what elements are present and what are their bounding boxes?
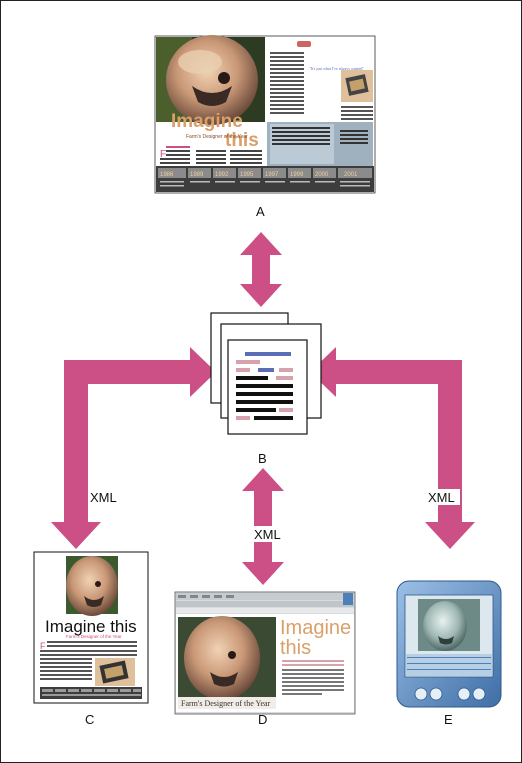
year-a-2: 1989 — [190, 172, 204, 178]
year-a-8: 2001 — [344, 172, 358, 178]
device-button-3[interactable] — [457, 687, 471, 701]
svg-text:F: F — [40, 641, 46, 651]
label-c: C — [85, 712, 94, 727]
label-e: E — [444, 712, 453, 727]
xml-label-right: XML — [428, 490, 455, 505]
print-subtitle-c: Farm's Designer of the Year — [66, 634, 122, 639]
web-headline-2-d: this — [280, 637, 311, 659]
arrow-b-c — [51, 347, 216, 549]
label-d: D — [258, 712, 267, 727]
xml-label-left: XML — [90, 490, 117, 505]
device-button-2[interactable] — [429, 687, 443, 701]
timeline-strip-c — [40, 687, 142, 699]
print-title-c: Imagine this — [45, 617, 137, 636]
arrow-a-b — [240, 232, 282, 307]
svg-text:F: F — [160, 149, 166, 160]
year-a-7: 2000 — [315, 172, 329, 178]
year-a-3: 1992 — [215, 172, 229, 178]
web-page-d: Farm's Designer of the Year Imagine this — [174, 591, 356, 715]
spread-quote: "It's just what I've always wanted" — [309, 66, 364, 71]
xml-label-left-bg — [88, 489, 122, 505]
handheld-device-e — [396, 580, 502, 708]
web-headline-1-d: Imagine — [280, 617, 351, 639]
year-a-4: 1995 — [240, 172, 254, 178]
timeline-years-a: 1986 1989 1992 1995 1997 1999 2000 2001 — [158, 168, 372, 178]
label-a: A — [256, 204, 265, 219]
web-caption-d: Farm's Designer of the Year — [181, 699, 271, 708]
spread-headline-2: this — [225, 130, 259, 151]
magazine-spread-a: Imagine this Farm's Designer of the Year… — [154, 35, 376, 194]
year-a-1: 1986 — [160, 172, 174, 178]
car-icon — [297, 41, 311, 47]
xml-label-right-bg — [426, 489, 460, 505]
spread-subhead: Farm's Designer of the Year — [186, 134, 248, 140]
spread-headline-1: Imagine — [171, 111, 243, 132]
year-a-6: 1999 — [290, 172, 304, 178]
xml-label-middle: XML — [254, 527, 281, 542]
device-button-4[interactable] — [472, 687, 486, 701]
device-button-1[interactable] — [414, 687, 428, 701]
arrow-b-e — [310, 347, 475, 549]
xml-label-middle-bg — [252, 526, 286, 542]
year-a-5: 1997 — [265, 172, 279, 178]
print-page-c: Imagine this Farm's Designer of the Year… — [33, 551, 149, 704]
label-b: B — [258, 451, 267, 466]
xml-document-stack-b — [210, 312, 322, 435]
